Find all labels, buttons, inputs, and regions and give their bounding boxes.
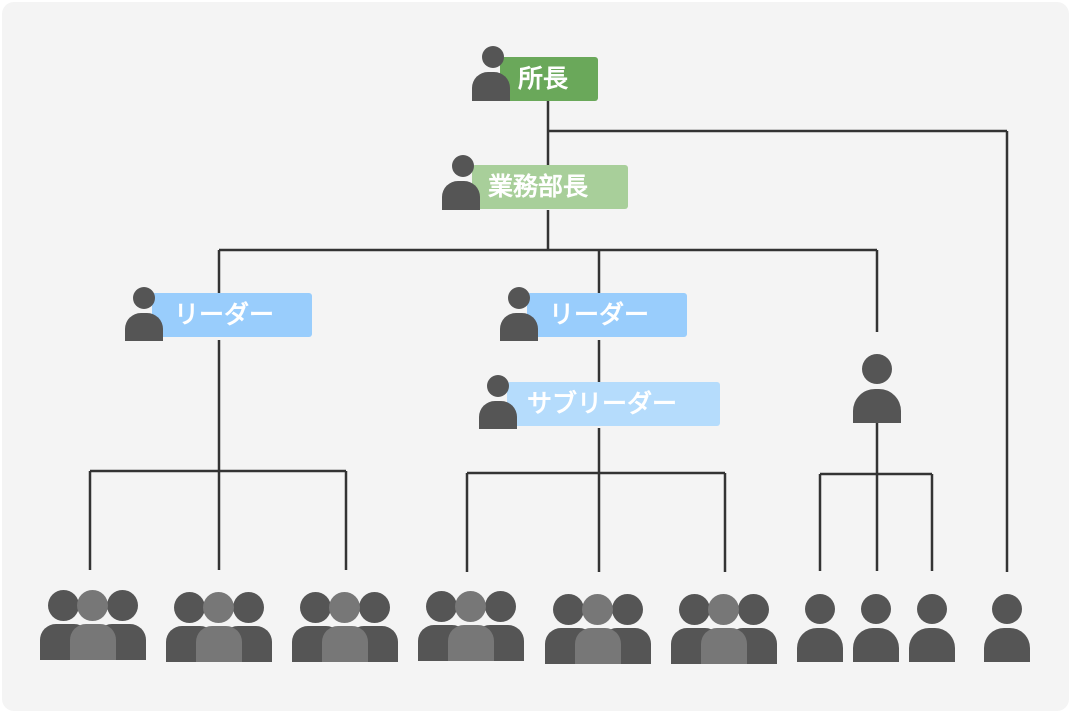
group-icon xyxy=(292,592,398,662)
person-icon xyxy=(125,287,165,341)
group-icon xyxy=(671,594,777,664)
node-label-leader-center: リーダー xyxy=(527,293,687,337)
node-label-leader-left: リーダー xyxy=(152,293,312,337)
person-icon xyxy=(909,594,955,662)
node-label-director: 所長 xyxy=(500,57,598,101)
person-icon xyxy=(853,354,901,423)
person-icon xyxy=(797,594,843,662)
node-label-ops-manager: 業務部長 xyxy=(472,165,628,209)
person-icon xyxy=(472,46,512,101)
group-icon xyxy=(166,592,272,662)
group-icon xyxy=(545,594,651,664)
group-icon xyxy=(418,591,524,661)
person-icon xyxy=(442,155,482,210)
node-label-subleader-center: サブリーダー xyxy=(507,382,720,426)
person-icon xyxy=(479,375,519,429)
person-icon xyxy=(853,594,899,662)
person-icon xyxy=(500,287,540,341)
group-icon xyxy=(40,590,146,660)
person-icon xyxy=(984,594,1030,662)
